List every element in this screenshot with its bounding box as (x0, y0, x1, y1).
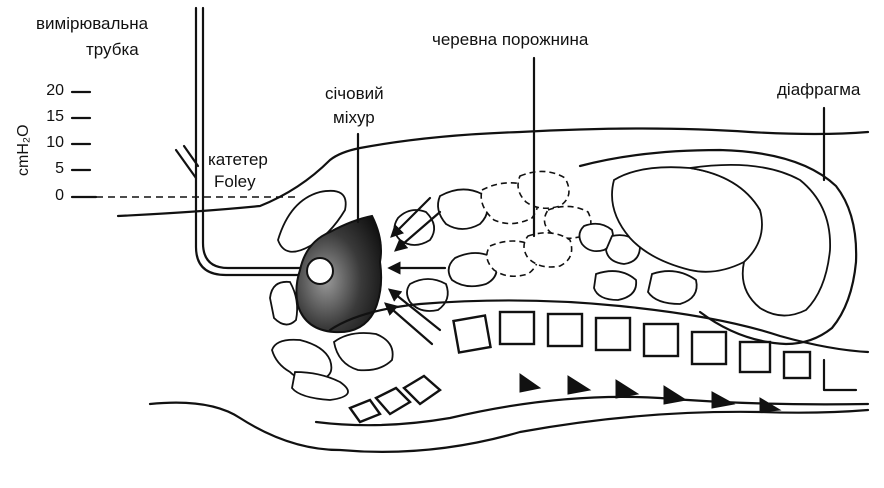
tick-label-10: 10 (34, 134, 64, 152)
tube-label-line2: трубка (86, 40, 139, 60)
bladder-label-line1: січовий (325, 84, 384, 104)
abdominal-cavity-label: черевна порожнина (432, 30, 588, 50)
tick-label-15: 15 (34, 108, 64, 126)
upper-organs (612, 165, 830, 316)
scale-ticks (72, 92, 96, 197)
catheter-label-line2: Foley (214, 172, 256, 192)
tick-label-20: 20 (34, 82, 64, 100)
tube-label-line1: вимірювальна (36, 14, 148, 34)
bladder-label-line2: міхур (333, 108, 375, 128)
catheter-balloon (307, 258, 333, 284)
tick-label-5: 5 (34, 160, 64, 178)
catheter-label-line1: катетер (208, 150, 268, 170)
pressure-unit-label: cmH₂O (15, 124, 33, 176)
tick-label-0: 0 (34, 187, 64, 205)
spine (316, 300, 868, 425)
diaphragm-label: діафрагма (777, 80, 860, 100)
